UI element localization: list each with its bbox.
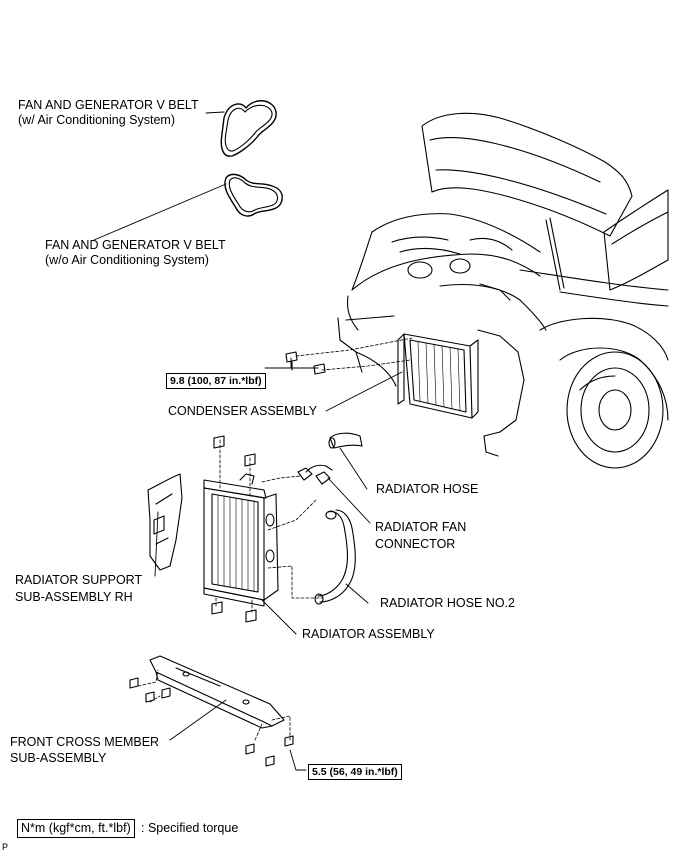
front-cross-member-label-line2: SUB-ASSEMBLY — [10, 751, 107, 765]
vehicle-front-drawing — [337, 112, 669, 469]
radiator-support-label-line1: RADIATOR SUPPORT — [15, 573, 143, 587]
radiator-fan-connector-label-line2: CONNECTOR — [375, 537, 456, 551]
radiator-hose-label: RADIATOR HOSE — [376, 482, 479, 496]
belt-ac-label-line1: FAN AND GENERATOR V BELT — [18, 98, 199, 112]
cross-member-bolts — [129, 677, 294, 767]
radiator-hose-drawing — [328, 432, 363, 449]
v-belt-noac-drawing — [224, 173, 283, 217]
condenser-label: CONDENSER ASSEMBLY — [168, 404, 318, 418]
condenser-bolts — [285, 351, 326, 375]
legend-description: : Specified torque — [141, 821, 239, 835]
radiator-hose-no2-drawing — [314, 509, 356, 605]
radiator-drawing — [203, 473, 279, 607]
legend-unit-box: N*m (kgf*cm, ft.*lbf) — [17, 819, 135, 838]
radiator-fasteners — [211, 435, 257, 623]
front-cross-member-label-line1: FRONT CROSS MEMBER — [10, 735, 160, 749]
radiator-support-rh-drawing — [147, 473, 183, 571]
radiator-hose-no2-label: RADIATOR HOSE NO.2 — [380, 596, 515, 610]
dashed-alignment-lines — [137, 337, 413, 741]
condenser-drawing — [397, 333, 479, 419]
belt-noac-label-line2: (w/o Air Conditioning System) — [45, 253, 209, 267]
front-cross-member-drawing — [149, 655, 285, 729]
torque-spec-condenser: 9.8 (100, 87 in.*lbf) — [166, 373, 266, 389]
radiator-support-label-line2: SUB-ASSEMBLY RH — [15, 590, 133, 604]
radiator-fan-connector-drawing — [297, 464, 333, 485]
belt-noac-label-line1: FAN AND GENERATOR V BELT — [45, 238, 226, 252]
torque-spec-cross-member: 5.5 (56, 49 in.*lbf) — [308, 764, 402, 780]
leader-lines — [93, 111, 403, 771]
belt-ac-label-line2: (w/ Air Conditioning System) — [18, 113, 176, 127]
radiator-assembly-label: RADIATOR ASSEMBLY — [302, 627, 435, 641]
v-belt-ac-drawing — [220, 100, 277, 157]
figure-id: P — [2, 842, 9, 852]
radiator-fan-connector-label-line1: RADIATOR FAN — [375, 520, 467, 534]
